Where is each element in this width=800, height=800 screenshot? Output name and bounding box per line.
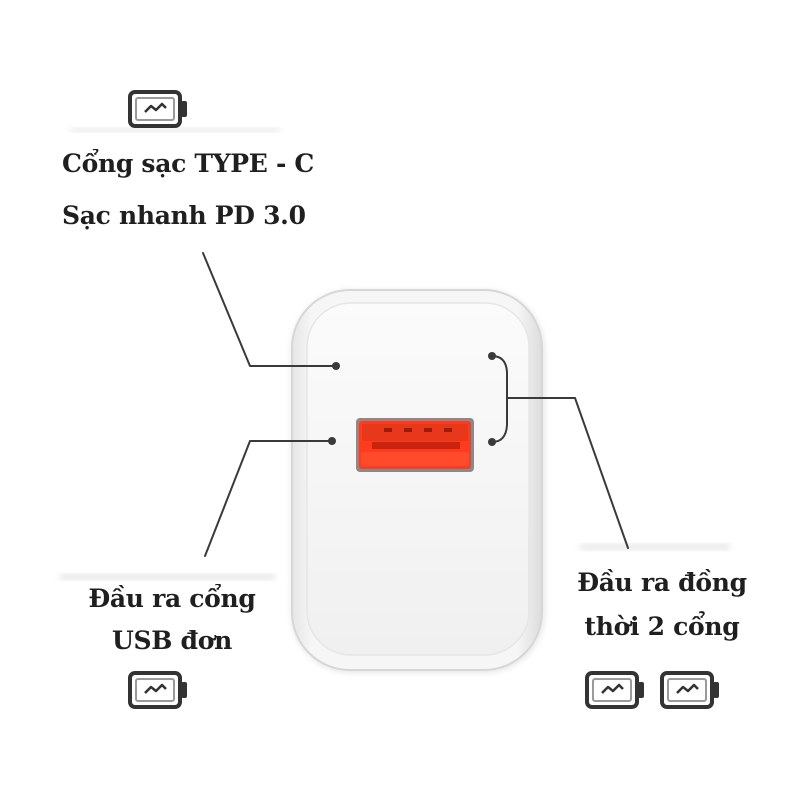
dual-output-label-line1: Đầu ra đồng	[577, 568, 747, 597]
usb-dot	[328, 437, 336, 445]
usb-output-label-line2: USB đơn	[112, 626, 232, 655]
fast-charge-label: Sạc nhanh PD 3.0	[62, 201, 306, 230]
dual-port-bracket	[491, 355, 508, 443]
dual-port-dot-bottom	[488, 438, 496, 446]
charger-body	[291, 289, 545, 673]
dual-port-leader-line	[507, 397, 629, 549]
battery-charging-icon	[128, 90, 187, 128]
battery-charging-icon	[660, 671, 719, 709]
text-shadows	[60, 128, 730, 580]
dual-output-label-line2: thời 2 cổng	[584, 612, 740, 641]
usb-port	[356, 418, 474, 472]
usb-leader-line	[204, 440, 333, 557]
type-c-leader-line	[202, 252, 337, 367]
type-c-dot	[332, 362, 340, 370]
battery-charging-icon	[128, 671, 187, 709]
battery-charging-icon	[585, 671, 644, 709]
usb-output-label-line1: Đầu ra cổng	[88, 584, 256, 613]
dual-port-dot-top	[488, 352, 496, 360]
leader-lines	[202, 252, 629, 557]
type-c-port-label: Cổng sạc TYPE - C	[62, 149, 315, 178]
leader-dots	[328, 352, 496, 446]
